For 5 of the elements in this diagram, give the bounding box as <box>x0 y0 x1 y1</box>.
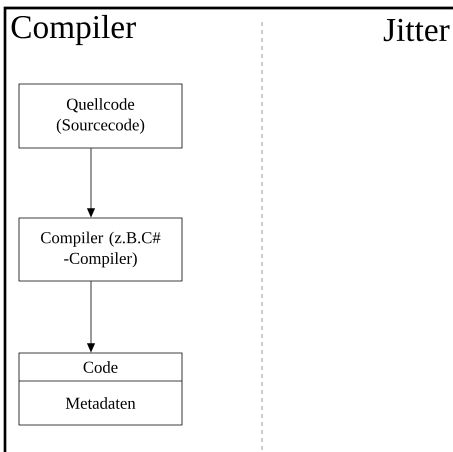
process-box: Compiler (z.B.C# -Compiler) <box>18 218 182 282</box>
lane-title: Jitter <box>384 18 450 42</box>
lane-title: Compiler <box>12 14 136 46</box>
split-box: Code Metadaten <box>18 352 182 426</box>
process-box: Quellcode (Sourcecode) <box>18 84 182 148</box>
